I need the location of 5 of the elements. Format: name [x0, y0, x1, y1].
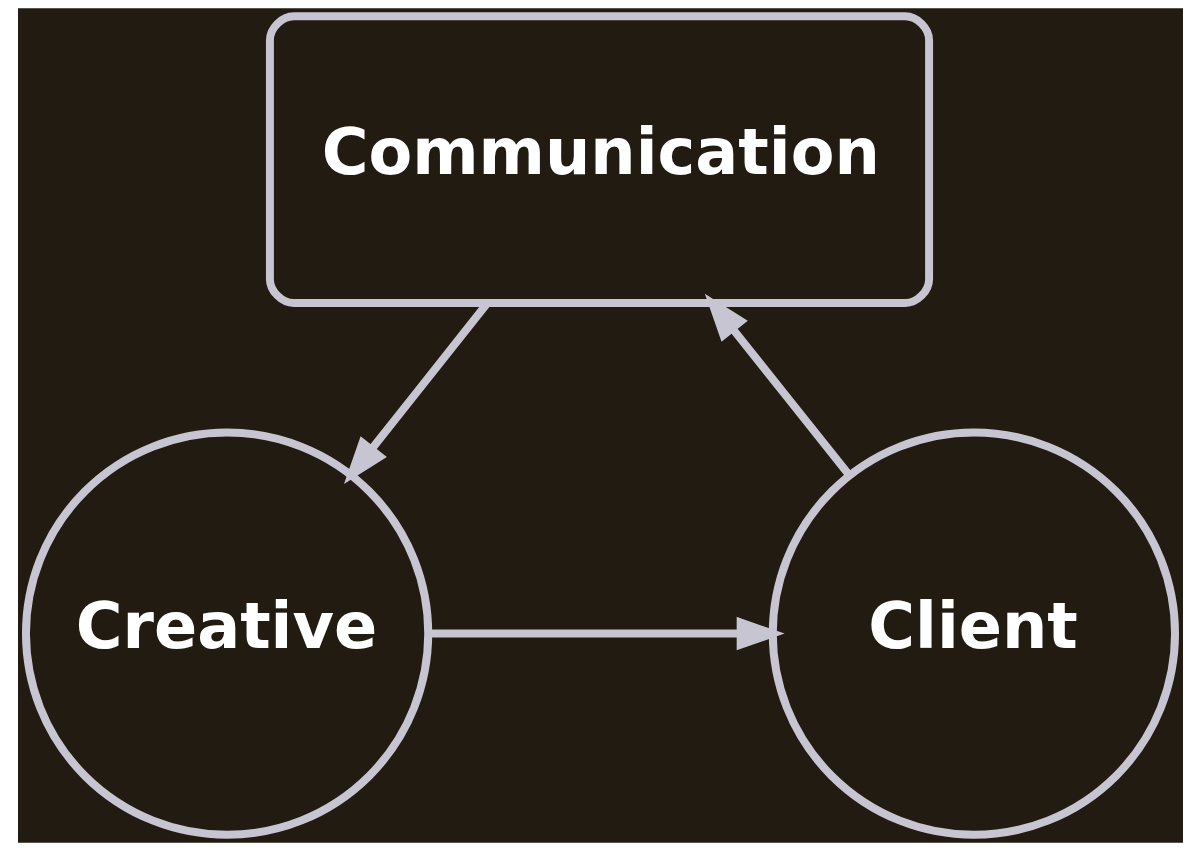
arrow: [704, 293, 853, 478]
node-box: Communication: [265, 12, 933, 307]
node-circle: Creative: [21, 428, 432, 839]
node-circle: Client: [768, 428, 1179, 839]
arrow: [427, 616, 785, 651]
